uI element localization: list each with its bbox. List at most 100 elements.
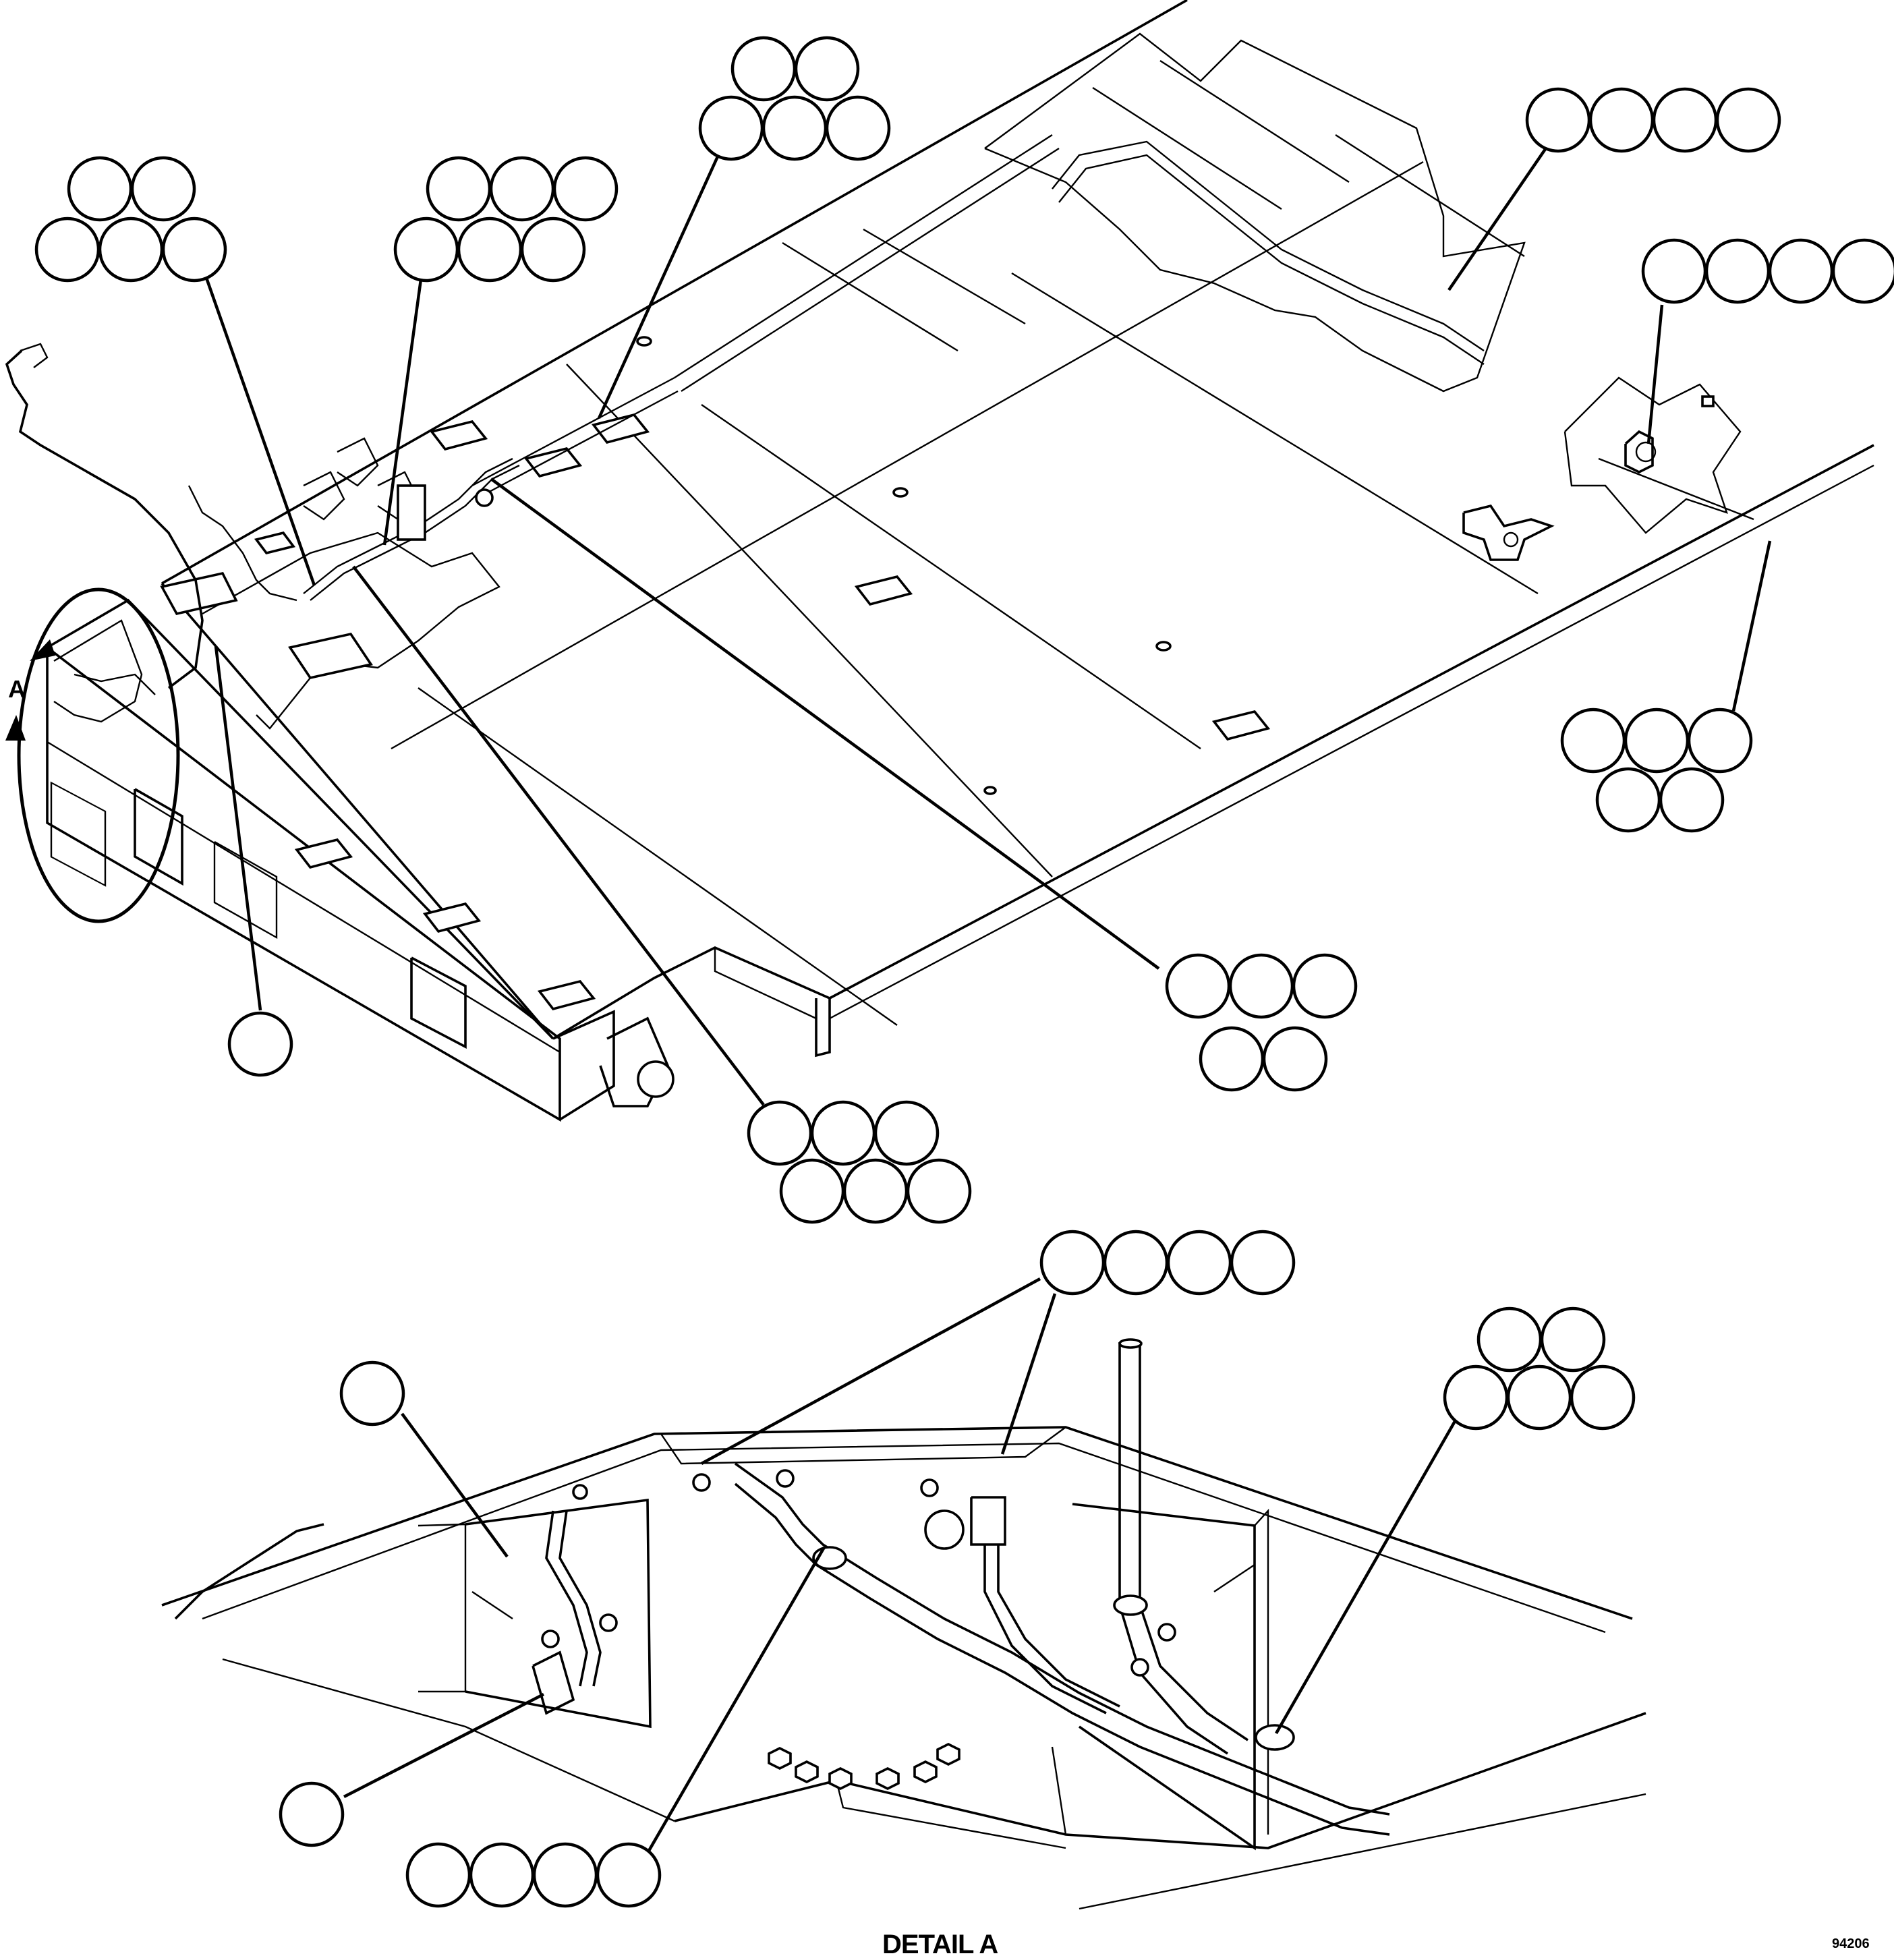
callout-group-m (279, 1781, 345, 1847)
callout-group-n (405, 1842, 662, 1908)
detail-a-marker: A (5, 587, 180, 923)
leader-line (204, 277, 316, 586)
front-beam-face (46, 646, 561, 1122)
callout-bubble (1560, 708, 1626, 774)
callout-bubble (426, 156, 492, 222)
pad-5 (591, 413, 650, 444)
detail-a-interior-1 (53, 619, 143, 723)
callout-bubble (339, 1360, 405, 1426)
callout-bubble (810, 1100, 876, 1166)
callout-bubble (1476, 1306, 1543, 1373)
callout-bubble (1624, 708, 1690, 774)
callout-bubble (873, 1100, 940, 1166)
cross-member-5 (863, 228, 1026, 325)
detail-clamp-vertical (1113, 1594, 1148, 1616)
callout-bubble (747, 1100, 813, 1166)
callout-bubble (906, 1158, 972, 1224)
rod-front-1 (471, 376, 675, 487)
callout-bubble (489, 156, 555, 222)
detail-hose-vertical (1118, 1342, 1228, 1755)
callout-bubble (532, 1842, 598, 1908)
detail-hose-curve-2 (997, 1545, 1120, 1708)
deck-hole-3 (983, 786, 997, 795)
deck-right-edge-lower (829, 464, 1874, 1020)
callout-group-j (1039, 1230, 1296, 1296)
leader-line (490, 478, 1160, 970)
pad-6 (294, 838, 353, 869)
pad-8 (537, 979, 596, 1011)
callout-group-g (1165, 953, 1358, 1092)
leader-line (1447, 139, 1553, 291)
cross-member-2 (1159, 59, 1350, 183)
callout-bubble (1831, 238, 1894, 304)
cutaway-top (984, 32, 1526, 393)
callout-group-a (34, 156, 227, 283)
leader-line (352, 565, 765, 1106)
callout-group-d (1525, 87, 1781, 153)
detail-floor-diag (1051, 1746, 1067, 1835)
callout-bubble (227, 1011, 293, 1077)
rail-pipe-1 (674, 134, 1053, 379)
detail-left-hose (545, 1510, 588, 1687)
callout-group-c (698, 36, 891, 161)
callout-bubble (779, 1158, 845, 1224)
harness-loop-2 (303, 471, 345, 521)
callout-bubble (161, 217, 227, 283)
callout-bubble (1595, 767, 1661, 833)
beam-opening-1 (50, 781, 107, 887)
detail-a-arrow-bottom (5, 715, 26, 741)
detail-floor-2 (222, 1658, 675, 1822)
detail-clamp-right (1255, 1724, 1295, 1751)
callout-bubble (1641, 238, 1707, 304)
pad-4 (523, 446, 583, 478)
ceiling-bolt-1 (692, 1473, 711, 1492)
beam-access-panel-1 (134, 788, 183, 886)
callout-bubble (98, 217, 164, 283)
front-beam-top (47, 598, 554, 1040)
right-clamp (1624, 430, 1654, 474)
callout-bubble (1687, 708, 1753, 774)
detail-right-panel (1072, 1503, 1256, 1851)
nut-2 (795, 1760, 819, 1784)
deck-inner-line-1 (566, 364, 1053, 877)
callout-bubble (130, 156, 196, 222)
front-actuator-knob (637, 1060, 675, 1098)
callout-group-h (747, 1100, 972, 1224)
callout-bubble (825, 95, 891, 161)
callout-bubble (1230, 1230, 1296, 1296)
pad-10 (1211, 710, 1271, 741)
detail-left-panel-slot (471, 1591, 513, 1619)
deck-right-edge (829, 444, 1874, 1000)
deck-inner-rail (391, 161, 1424, 750)
right-bracket-hole (1503, 531, 1519, 548)
deck-inner-line-2 (1011, 272, 1539, 595)
callout-bubble (1652, 87, 1718, 153)
front-beam-lower (47, 741, 561, 1054)
detail-floor-3 (1079, 1793, 1646, 1910)
cross-member-4 (782, 241, 958, 352)
pad-7 (422, 902, 482, 933)
nut-6 (936, 1742, 960, 1766)
callout-bubble (1166, 1230, 1232, 1296)
pad-3 (429, 420, 488, 451)
callout-bubble (762, 95, 828, 161)
callout-bubble (730, 36, 797, 102)
detail-floor-ridge (835, 1780, 1066, 1849)
ceiling-bolt-3 (920, 1478, 939, 1497)
detail-harness-2 (734, 1482, 1390, 1836)
detail-roof-left (161, 1426, 1633, 1620)
leader-line (700, 1277, 1041, 1465)
callout-bubble (1228, 953, 1294, 1019)
callout-group-k (1443, 1306, 1636, 1431)
detail-left-hose-2 (558, 1510, 602, 1687)
detail-roof-inner (202, 1442, 1606, 1634)
callout-bubble (520, 217, 586, 283)
nut-3 (828, 1766, 853, 1791)
detail-roof-left-edge (174, 1523, 324, 1620)
pad-1 (288, 632, 373, 680)
detail-hose-curve (983, 1545, 1107, 1714)
callout-bubble (1262, 1026, 1328, 1092)
detail-caption: DETAIL A (882, 1930, 998, 1959)
detail-switch-bolt (541, 1630, 560, 1648)
callout-bubble (1443, 1364, 1509, 1431)
